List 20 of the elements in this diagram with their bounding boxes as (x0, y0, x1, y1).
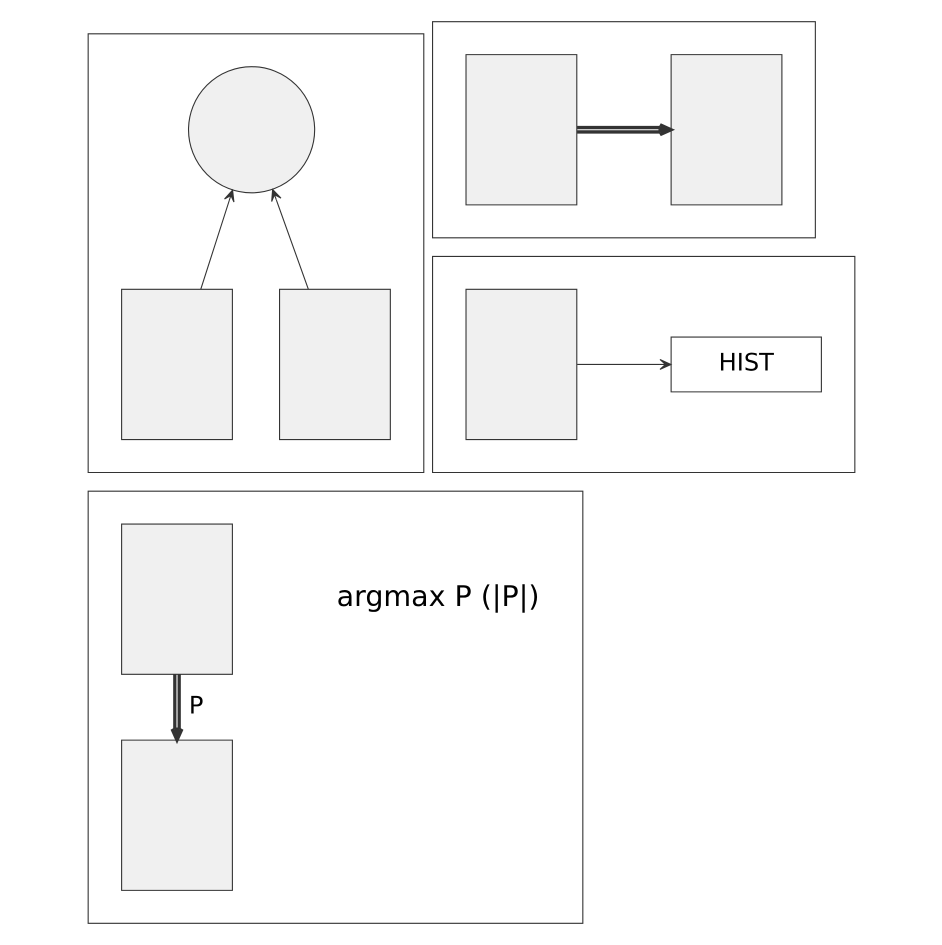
node-circle (187, 66, 315, 194)
cluster (87, 33, 424, 474)
node-box: HIST (670, 336, 822, 392)
arrow (576, 123, 672, 136)
cluster (432, 21, 816, 238)
cluster (87, 490, 583, 924)
node-box (670, 54, 782, 206)
cluster (432, 256, 855, 474)
node-box (464, 54, 577, 206)
node-box (120, 288, 232, 440)
arrow (576, 358, 671, 370)
node-box (278, 288, 390, 440)
node-box (120, 524, 232, 675)
node-box (120, 740, 232, 891)
node-box (464, 288, 577, 440)
arrow (170, 674, 184, 742)
arrow (270, 188, 308, 290)
edge-label: P (188, 691, 203, 720)
label: argmax P (|P|) (336, 580, 539, 614)
arrow (200, 190, 234, 290)
